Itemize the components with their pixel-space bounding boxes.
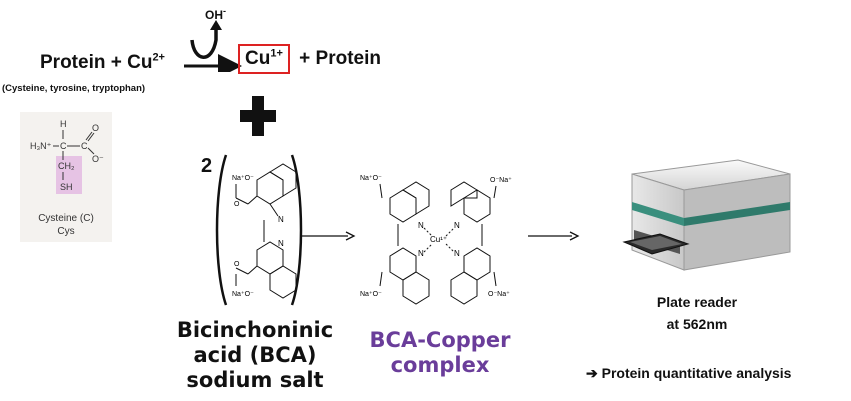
reaction-arrow <box>184 20 242 72</box>
reader-label-line1: Plate reader <box>656 294 738 310</box>
cysteine-structure: H H₃N⁺ C C O O⁻ CH₂ SH <box>30 119 104 194</box>
cys-c-carboxyl: C <box>81 141 88 151</box>
cysteine-name: Cysteine (C) <box>38 213 94 224</box>
complex-copper: Cu¹⁺ <box>430 235 447 244</box>
plate-reader-icon <box>622 159 791 271</box>
arrow-to-reader <box>528 231 580 241</box>
cys-amine: H₃N⁺ <box>30 141 52 151</box>
complex-tl-substituent: Na⁺O⁻ <box>360 175 382 182</box>
cys-o-minus: O⁻ <box>92 154 104 164</box>
bca-top-n: N <box>278 215 284 224</box>
bca-label: Bicinchoninic acid (BCA) sodium salt <box>170 318 340 393</box>
complex-n-tr: N <box>454 221 460 230</box>
bca-structure: N Na⁺O⁻ O N O Na⁺O⁻ <box>215 154 303 306</box>
complex-n-bl: N <box>418 249 424 258</box>
complex-tr-substituent: O⁻Na⁺ <box>490 177 512 184</box>
bca-bottom-n: N <box>278 239 284 248</box>
bca-top-substituent: Na⁺O⁻ <box>232 175 254 182</box>
reaction-right: Cu1+ + Protein <box>238 44 381 74</box>
bca-coefficient: 2 <box>201 155 213 177</box>
bca-bottom-substituent: Na⁺O⁻ <box>232 291 254 298</box>
svg-text:O: O <box>234 261 240 268</box>
complex-left-bottom-ring-1 <box>389 247 417 281</box>
residues-note: (Cysteine, tyrosine, tryptophan) <box>2 83 146 94</box>
cys-sh: SH <box>60 182 73 192</box>
complex-left-top-ring-1 <box>389 189 417 223</box>
side-chain-highlight <box>56 156 82 194</box>
reaction-left: Protein + Cu2+ <box>40 52 165 74</box>
cys-h: H <box>60 119 67 129</box>
copper-1-box: Cu1+ <box>238 44 290 74</box>
cys-o: O <box>92 123 99 133</box>
complex-label: BCA-Copper complex <box>365 328 515 378</box>
reactant-protein-copper: Protein + Cu <box>40 52 153 73</box>
bca-top-ring-1 <box>256 171 284 205</box>
complex-structure: Na⁺O⁻ N N Na⁺O⁻ Cu¹⁺ N O⁻Na⁺ N O⁻Na⁺ <box>360 175 512 305</box>
bca-label-line3: sodium salt <box>186 368 324 392</box>
hydroxide-label: OH- <box>205 6 226 23</box>
product-copper: Cu <box>245 48 271 69</box>
right-arrow-icon: ➔ <box>586 365 598 381</box>
cys-c-alpha: C <box>60 141 67 151</box>
product-protein: + Protein <box>299 48 381 69</box>
bca-label-line1: Bicinchoninic <box>176 318 334 342</box>
cysteine-abbrev: Cys <box>57 226 75 237</box>
complex-label-line1: BCA-Copper <box>369 328 511 352</box>
complex-n-tl: N <box>418 221 424 230</box>
bca-top-ring-2 <box>269 163 297 197</box>
complex-bl-substituent: Na⁺O⁻ <box>360 291 382 298</box>
bca-left-bracket <box>215 154 228 306</box>
plus-icon <box>240 96 276 136</box>
reader-label: Plate reader at 562nm <box>622 291 772 335</box>
complex-br-substituent: O⁻Na⁺ <box>488 291 510 298</box>
reader-label-line2: at 562nm <box>666 316 728 332</box>
svg-text:O: O <box>234 201 240 208</box>
bca-right-bracket <box>290 154 303 306</box>
copper-1-charge: 1+ <box>270 47 283 60</box>
bca-bottom-ring-2 <box>269 265 297 299</box>
analysis-text: Protein quantitative analysis <box>601 365 792 381</box>
bca-label-line2: acid (BCA) <box>193 343 317 367</box>
complex-n-br: N <box>454 249 460 258</box>
cys-ch2: CH₂ <box>58 161 75 171</box>
cysteine-caption: Cysteine (C) Cys <box>20 212 112 238</box>
copper-2-charge: 2+ <box>152 51 165 64</box>
hydroxide-charge: - <box>223 6 226 16</box>
hydroxide-curved-arrow <box>190 26 218 59</box>
complex-label-line2: complex <box>390 353 490 377</box>
analysis-label: ➔ Protein quantitative analysis <box>586 362 791 384</box>
complex-right-bottom-ring-1 <box>463 247 491 281</box>
hydroxide-text: OH <box>205 8 223 22</box>
arrow-to-complex <box>300 231 356 241</box>
